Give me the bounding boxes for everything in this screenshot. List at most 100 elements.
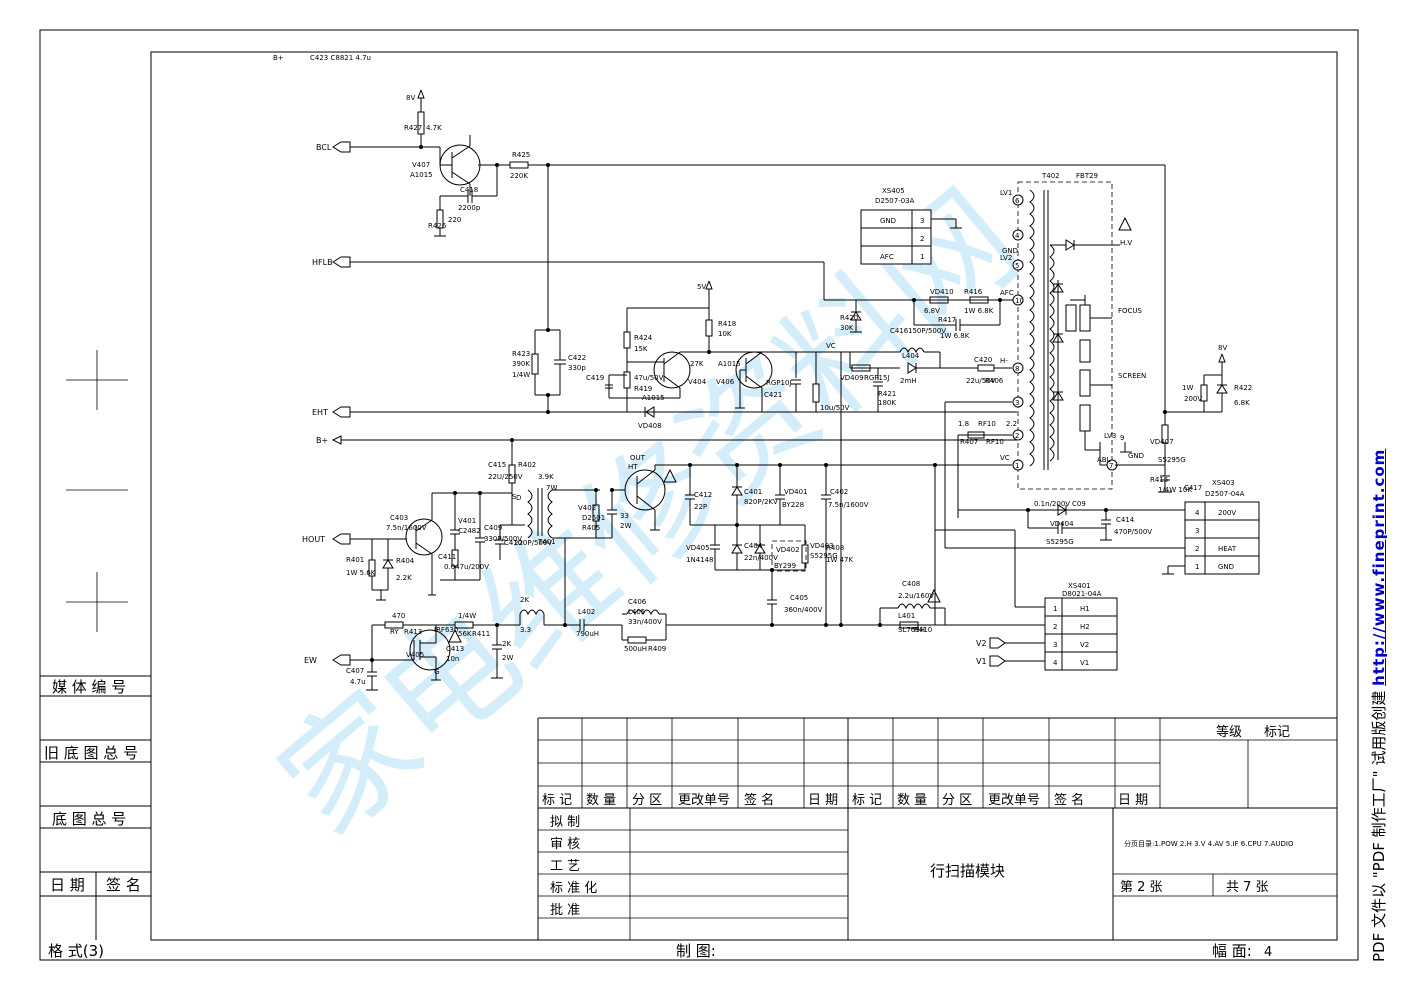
component-label: 1W 6.8K — [940, 332, 970, 340]
component-label: V401 — [458, 517, 476, 525]
component-label: 220P/500V — [514, 539, 552, 547]
component-label: S — [512, 493, 517, 501]
title-header-cell: 数 量 — [897, 793, 927, 808]
component-label: R409 — [648, 645, 666, 653]
component-label: R417 — [938, 316, 956, 324]
transistor-v401 — [405, 518, 443, 556]
component-label: 1/4W 10K — [1158, 486, 1192, 494]
sheet-total: 共 7 张 — [1226, 880, 1269, 895]
fbt-pin — [1012, 229, 1024, 241]
transistor-v404 — [653, 351, 691, 389]
transistor-v402 — [624, 469, 666, 511]
title-header-cell: 分 区 — [942, 793, 972, 808]
fbt-pin-number: 7 — [1109, 462, 1113, 470]
watermark: 家电维修资料网 — [252, 162, 1047, 863]
component-label: 7W — [546, 484, 557, 492]
component-label: 2K — [520, 596, 529, 604]
fineprint-link[interactable]: http://www.fineprint.com — [1370, 448, 1388, 686]
component-label: S5295G — [810, 552, 838, 560]
component-label: C403 — [390, 514, 408, 522]
fbt-type: FBT29 — [1076, 172, 1098, 180]
component-label: R406 — [985, 377, 1004, 385]
component-label: C408 — [902, 580, 920, 588]
component-label: 6.8K — [1234, 399, 1250, 407]
connector-pin-number: 1 — [920, 253, 924, 261]
component-label: 2.2K — [396, 574, 412, 582]
component-label: C09 — [1072, 500, 1086, 508]
component-label: 200V — [1184, 395, 1202, 403]
fbt-pin — [1012, 362, 1024, 374]
component-label: L402 — [578, 608, 595, 616]
frame-label: 幅 面: — [1212, 942, 1252, 960]
connector-pin-number: 3 — [920, 217, 924, 225]
component-label: 27K — [690, 360, 704, 368]
component-label: OUT — [630, 454, 646, 462]
sheet-number: 第 2 张 — [1120, 880, 1163, 895]
component-label: VD404 — [1050, 520, 1074, 528]
component-label: C417 — [1184, 484, 1202, 492]
xs403-name: XS403 — [1212, 479, 1235, 487]
connector-pin-label: 200V — [1218, 509, 1236, 517]
component-label: 30K — [840, 324, 854, 332]
connector-pin-label: H1 — [1080, 605, 1090, 613]
component-label: R425 — [512, 151, 530, 159]
component-label: 1W — [1182, 384, 1193, 392]
component-label: L401 — [898, 612, 915, 620]
component-label: R415 — [1150, 476, 1168, 484]
connector-pin-label: GND — [880, 217, 896, 225]
component-label: 22n/400V — [744, 554, 778, 562]
sidebar-credit: PDF 文件以 "PDF 制作工厂" 试用版创建 http://www.fine… — [1368, 449, 1389, 962]
component-label: C423 C8821 4.7u — [310, 54, 371, 62]
flyback-transformer — [1017, 181, 1113, 490]
component-label: B+ — [273, 54, 284, 62]
component-label: R404 — [396, 557, 415, 565]
fbt-pin-number: 4 — [1015, 232, 1020, 240]
component-label: R401 — [346, 556, 364, 564]
component-label: T401 — [537, 538, 556, 546]
component-label: C420 — [974, 356, 992, 364]
component-label: 6.8V — [924, 307, 940, 315]
component-label: 2.2 — [1006, 420, 1017, 428]
component-label: 820P/2KV — [744, 498, 778, 506]
component-label: C422 — [568, 354, 586, 362]
fbt-pin-label: H- — [1000, 357, 1008, 365]
component-label: 2W — [620, 522, 631, 530]
title-header-cell: 签 名 — [744, 792, 774, 808]
title-role-cell: 标 准 化 — [550, 881, 597, 896]
component-label: R411 — [472, 630, 490, 638]
title-block-header: 标 记数 量分 区更改单号签 名日 期标 记数 量分 区更改单号签 名日 期 — [542, 792, 1148, 808]
component-label: C418 — [460, 186, 478, 194]
date-label: 日 期 — [50, 876, 85, 894]
connector-pin-number: 2 — [1053, 623, 1057, 631]
fbt-pin-number: 8 — [1015, 365, 1019, 373]
page-index: 分页目录:1.POW 2.H 3.V 4.AV 5.IF 6.CPU 7.AUD… — [1124, 839, 1294, 848]
component-label: C416 — [890, 327, 909, 335]
component-label: R424 — [634, 334, 653, 342]
fbt-pin — [1012, 459, 1024, 471]
title-header-cell: 标 记 — [542, 793, 572, 808]
component-label: 7.5n/1600V — [386, 524, 427, 532]
credit-text: PDF 文件以 "PDF 制作工厂" 试用版创建 — [1370, 685, 1388, 962]
component-label: VD405 — [686, 544, 710, 552]
connector-pin-label: HEAT — [1218, 545, 1237, 553]
component-label: BY299 — [774, 562, 796, 570]
component-label: SL769H — [898, 626, 925, 634]
component-label: 10n — [446, 655, 459, 663]
connector-pin-number: 3 — [1053, 641, 1057, 649]
fbt-pin-label: GND — [1002, 247, 1018, 255]
base-no-label: 底 图 总 号 — [52, 810, 126, 828]
component-label: VC — [826, 342, 836, 350]
component-label: 0.047u/200V — [444, 563, 489, 571]
component-label: A1015 — [718, 360, 741, 368]
component-label: 10K — [718, 330, 732, 338]
fbt-pin-label: AFC — [1000, 289, 1014, 297]
component-label: 1N4148 — [686, 556, 714, 564]
frame-value: 4 — [1264, 945, 1272, 960]
component-label: R408 — [826, 544, 844, 552]
component-label: R413 — [404, 628, 422, 636]
component-label: BY228 — [782, 501, 804, 509]
component-label: 15K — [634, 345, 648, 353]
component-label: 470P/500V — [1114, 528, 1152, 536]
